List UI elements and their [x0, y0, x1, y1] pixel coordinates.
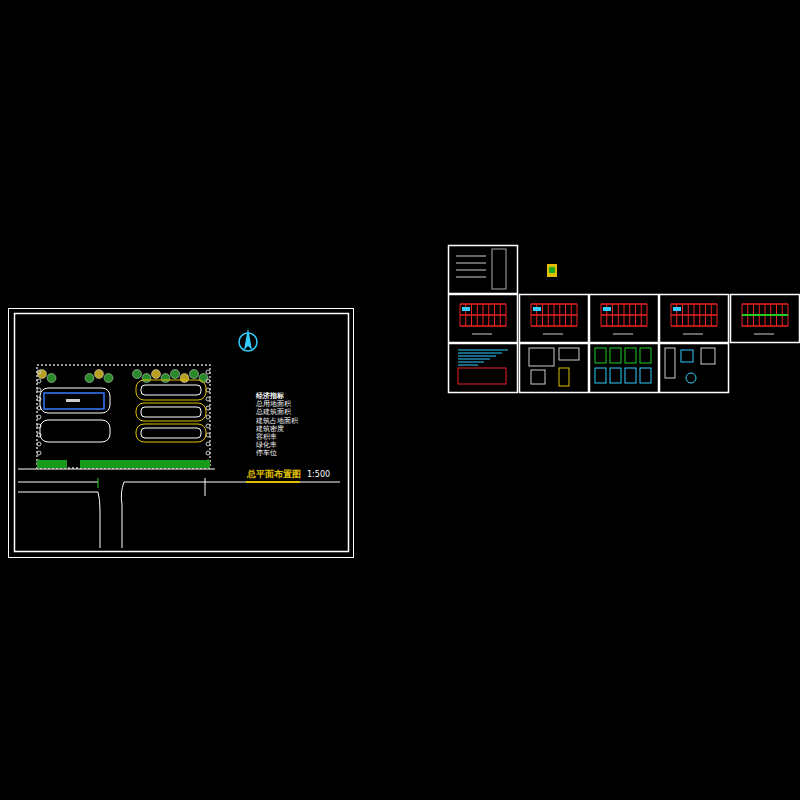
- table-cell: 停车位: [256, 450, 277, 457]
- building-mark: [66, 399, 80, 402]
- hedge: [80, 460, 210, 468]
- table-cell: 总用地面积: [256, 401, 291, 408]
- table-cell: 容积率: [256, 434, 277, 441]
- table-cell: 建筑密度: [256, 426, 284, 433]
- scale-label: 1:500: [307, 471, 330, 479]
- north-arrow: [239, 328, 257, 351]
- building-outline: [40, 420, 110, 442]
- sheet-thumbnails: [449, 246, 800, 393]
- inner-border: [15, 314, 349, 552]
- table-heading: 经济指标: [256, 393, 284, 400]
- hedge: [37, 460, 67, 468]
- title-underline: [246, 481, 300, 483]
- table-cell: 总建筑面积: [256, 409, 291, 416]
- building-group: [136, 380, 206, 442]
- building-outline: [40, 388, 110, 413]
- road: [18, 469, 340, 548]
- table-cell: 绿化率: [256, 442, 277, 449]
- table-cell: 建筑占地面积: [256, 418, 298, 425]
- sheet-border: [9, 309, 354, 558]
- drawing-title: 总平面布置图: [247, 470, 301, 479]
- tree-row: [37, 370, 210, 465]
- building: [44, 393, 104, 409]
- site-boundary: [37, 365, 210, 468]
